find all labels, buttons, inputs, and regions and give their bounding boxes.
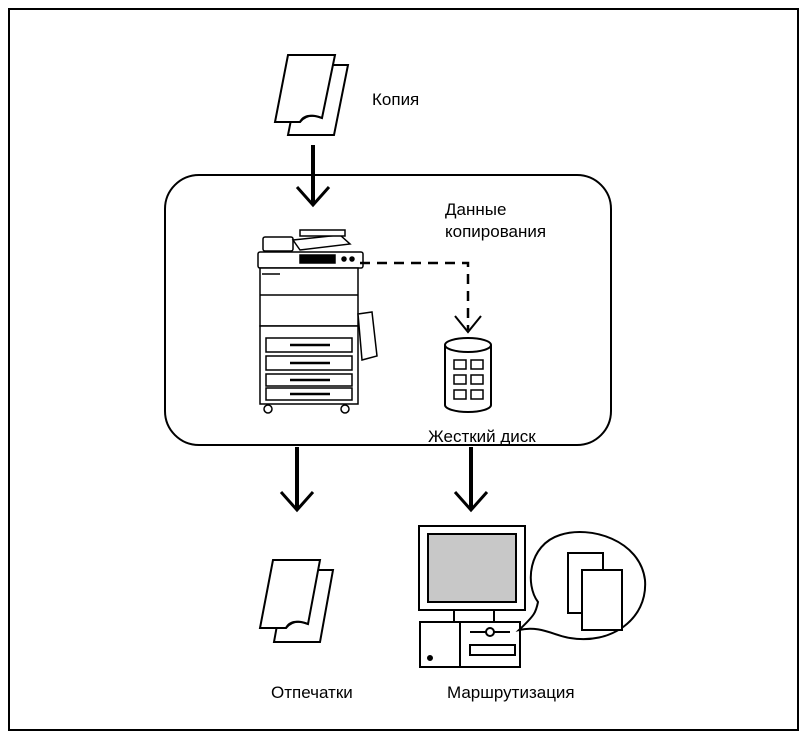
hard-disk-label: Жесткий диск: [428, 427, 536, 446]
machine-container-box: [164, 174, 612, 446]
hard-disk-icon: [444, 337, 492, 413]
prints-document-icon: [258, 559, 335, 643]
copy-data-label-line2: копирования: [445, 222, 547, 241]
source-document-icon: [273, 54, 350, 136]
copier-icon: [257, 229, 378, 414]
dashed-arrow-to-disk: [360, 261, 482, 334]
routing-label: Маршрутизация: [447, 683, 575, 702]
arrow-to-prints: [279, 447, 315, 513]
arrow-to-routing: [453, 447, 489, 513]
copy-data-label-line1: Данные: [445, 200, 507, 219]
speech-bubble-icon: [515, 531, 647, 641]
computer-icon: [418, 525, 526, 668]
prints-label: Отпечатки: [271, 683, 353, 702]
copy-label: Копия: [372, 90, 420, 109]
diagram-frame: [8, 8, 799, 731]
